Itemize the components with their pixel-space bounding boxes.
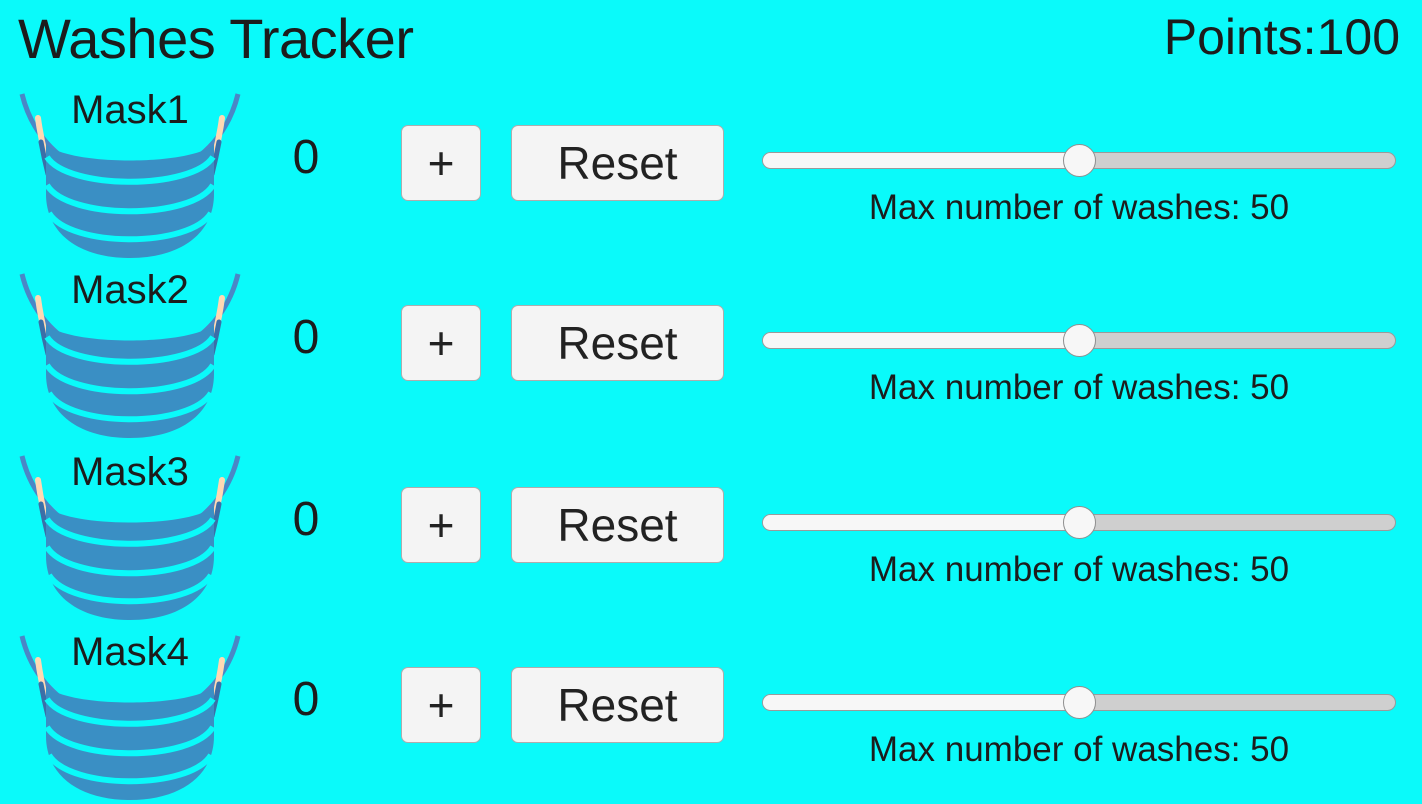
slider-fill: [763, 515, 1079, 530]
mask-row: Mask3 0 + Reset Max number of washes: 50: [0, 442, 1422, 624]
mask-label: Mask1: [71, 88, 189, 132]
reset-button[interactable]: Reset: [511, 487, 724, 563]
page-title: Washes Tracker: [18, 7, 414, 70]
max-washes-slider[interactable]: [760, 682, 1398, 722]
wash-count: 0: [292, 131, 320, 184]
reset-button[interactable]: Reset: [511, 667, 724, 743]
increment-button[interactable]: +: [401, 305, 481, 381]
mask-row: Mask4 0 + Reset Max number of washes: 50: [0, 622, 1422, 804]
reset-button[interactable]: Reset: [511, 305, 724, 381]
max-washes-slider[interactable]: [760, 502, 1398, 542]
slider-fill: [763, 695, 1079, 710]
max-washes-label: Max number of washes: 50: [868, 550, 1290, 589]
increment-button[interactable]: +: [401, 667, 481, 743]
max-washes-label: Max number of washes: 50: [868, 368, 1290, 407]
mask-label: Mask3: [71, 450, 189, 494]
app-header: Washes Tracker Points:100: [0, 0, 1422, 82]
wash-count: 0: [292, 493, 320, 546]
mask-icon: Mask4: [8, 624, 252, 802]
mask-icon: Mask1: [8, 82, 252, 260]
mask-row: Mask1 0 + Reset Max number of washes: 50: [0, 80, 1422, 262]
slider-thumb[interactable]: [1063, 144, 1096, 177]
wash-count: 0: [292, 673, 320, 726]
points-display: Points:100: [1163, 9, 1400, 65]
increment-button[interactable]: +: [401, 487, 481, 563]
mask-icon: Mask2: [8, 262, 252, 440]
increment-button[interactable]: +: [401, 125, 481, 201]
max-washes-label: Max number of washes: 50: [868, 188, 1290, 227]
mask-label: Mask2: [71, 268, 189, 312]
mask-row: Mask2 0 + Reset Max number of washes: 50: [0, 260, 1422, 442]
slider-fill: [763, 153, 1079, 168]
mask-icon: Mask3: [8, 444, 252, 622]
slider-fill: [763, 333, 1079, 348]
reset-button[interactable]: Reset: [511, 125, 724, 201]
slider-thumb[interactable]: [1063, 506, 1096, 539]
slider-thumb[interactable]: [1063, 324, 1096, 357]
max-washes-slider[interactable]: [760, 140, 1398, 180]
max-washes-slider[interactable]: [760, 320, 1398, 360]
slider-thumb[interactable]: [1063, 686, 1096, 719]
wash-count: 0: [292, 311, 320, 364]
max-washes-label: Max number of washes: 50: [868, 730, 1290, 769]
mask-label: Mask4: [71, 630, 189, 674]
